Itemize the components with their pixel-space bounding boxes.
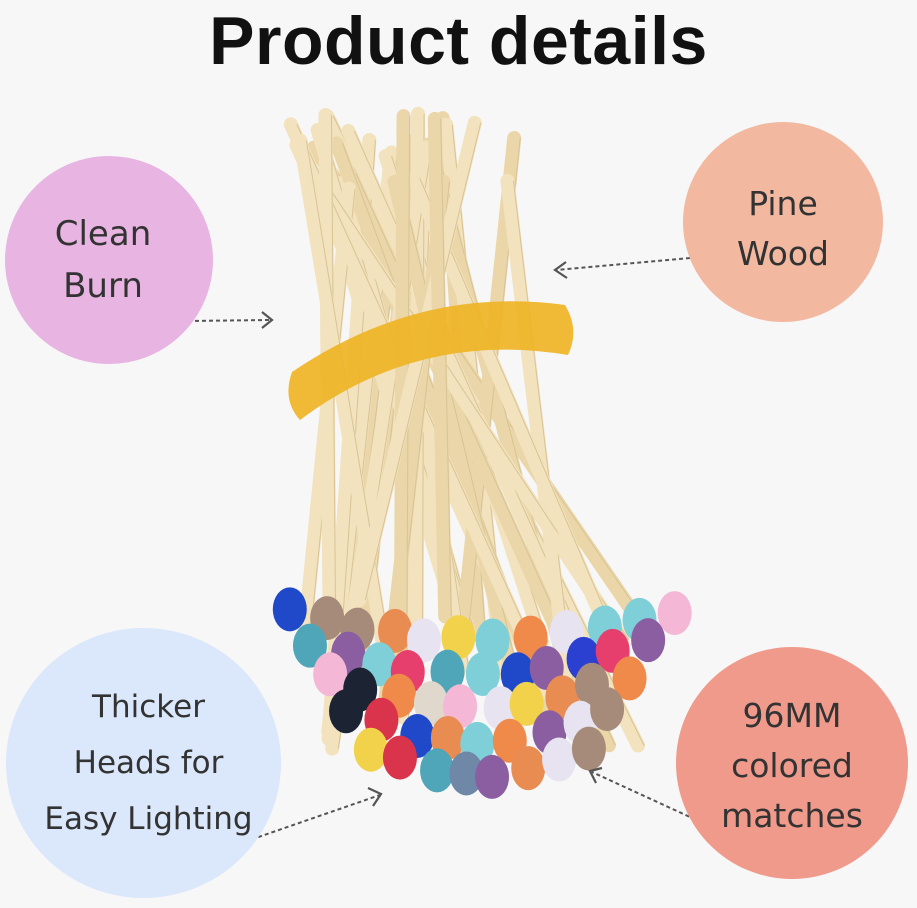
arrowhead-icon xyxy=(367,787,383,807)
arrowhead-icon xyxy=(553,261,568,279)
match-head xyxy=(475,754,510,799)
match-head xyxy=(292,623,327,668)
arrow-pine-wood xyxy=(555,257,691,271)
feature-line: colored xyxy=(731,746,853,785)
feature-clean-burn: Clean Burn xyxy=(5,156,213,364)
page-title: Product details xyxy=(209,3,708,79)
match-head xyxy=(420,748,455,793)
feature-96mm-colored-matches: 96MM colored matches xyxy=(676,647,908,879)
match-head xyxy=(631,618,666,663)
feature-thicker-heads: Thicker Heads for Easy Lighting xyxy=(6,628,281,898)
matchstick xyxy=(341,123,575,627)
match-head xyxy=(571,726,606,771)
match-head xyxy=(465,652,500,697)
arrow-96mm xyxy=(591,771,741,841)
match-head xyxy=(475,618,510,663)
arrow-thicker-heads xyxy=(191,794,381,861)
feature-pine-wood: Pine Wood xyxy=(683,122,883,322)
feature-line: Pine xyxy=(748,184,818,223)
arrowhead-icon xyxy=(588,766,603,784)
match-head xyxy=(511,746,546,791)
match-head xyxy=(590,687,625,732)
matchstick xyxy=(352,115,482,608)
match-head xyxy=(406,618,441,663)
matchstick xyxy=(450,130,522,682)
match-head xyxy=(353,727,388,772)
matchstick-edge xyxy=(353,130,574,620)
rubber-band xyxy=(288,301,574,420)
match-head xyxy=(430,649,465,694)
matchstick xyxy=(500,173,577,704)
match-head xyxy=(329,689,364,734)
match-head xyxy=(313,652,348,697)
arrowhead-icon xyxy=(261,311,274,329)
matchstick xyxy=(387,174,519,678)
feature-line: Burn xyxy=(63,266,143,306)
feature-line: Heads for xyxy=(73,745,224,781)
feature-line: Wood xyxy=(736,234,830,273)
matchstick-edge xyxy=(364,122,482,601)
matchstick-edge xyxy=(296,124,562,705)
matchstick-edge xyxy=(440,118,452,617)
match-head xyxy=(272,587,307,632)
match-head xyxy=(413,681,448,726)
match-head xyxy=(449,751,484,796)
match-head xyxy=(378,608,413,653)
match-heads xyxy=(272,587,692,799)
feature-line: matches xyxy=(721,796,863,835)
matchstick-edge xyxy=(512,180,576,697)
matchstick xyxy=(427,111,453,624)
matchstick-edge xyxy=(419,178,611,623)
match-head xyxy=(657,591,692,636)
match-head xyxy=(382,735,417,780)
feature-line: Clean xyxy=(54,214,152,254)
match-head xyxy=(542,737,577,782)
match-head xyxy=(509,681,544,726)
feature-line: Thicker xyxy=(92,689,205,725)
feature-line: 96MM xyxy=(742,696,842,735)
feature-line: Easy Lighting xyxy=(44,801,253,837)
match-head xyxy=(612,656,647,701)
match-head xyxy=(441,615,476,660)
